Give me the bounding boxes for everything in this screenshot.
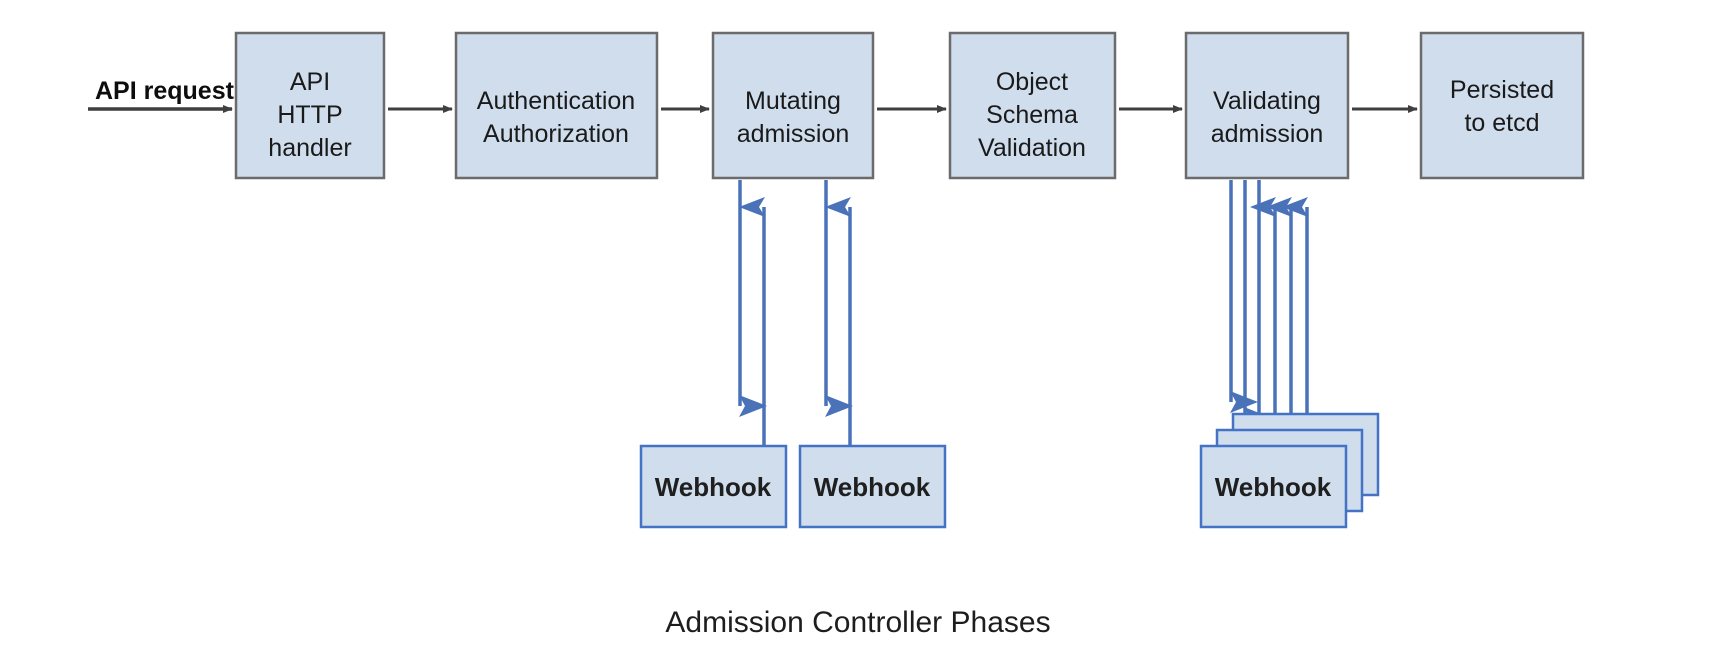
phase-box-object-schema-validation[interactable]: Object Schema Validation: [948, 31, 1117, 180]
phase-box-rect: [948, 31, 1117, 180]
phase-box-api-http-handler[interactable]: API HTTP handler: [234, 31, 386, 180]
phase-box-rect: [454, 31, 659, 180]
webhook-label: Webhook: [655, 472, 772, 502]
phase-line: Schema: [986, 101, 1078, 129]
phase-box-authentication-authorization[interactable]: Authentication Authorization: [454, 31, 659, 180]
webhook-box-rect: [798, 444, 947, 529]
api-request-entry: API request: [88, 77, 235, 113]
webhook-box-rect-front: [1199, 444, 1348, 529]
phase-line: Authentication: [477, 87, 635, 115]
phase-line: to etcd: [1464, 109, 1539, 137]
phase-line: HTTP: [277, 101, 342, 129]
phase-box-rect: [1419, 31, 1585, 180]
api-request-label: API request: [95, 77, 235, 105]
webhook-box-mutating-webhook-1[interactable]: Webhook: [639, 444, 788, 529]
phase-box-mutating-admission[interactable]: Mutating admission: [711, 31, 875, 180]
validating-webhook-connectors: [1229, 180, 1309, 446]
phase-box-rect: [1184, 31, 1350, 180]
webhook-box-rect: [639, 444, 788, 529]
webhook-label: Webhook: [814, 472, 931, 502]
phase-line: Mutating: [745, 87, 841, 115]
phase-line: API: [290, 68, 330, 96]
phase-line: Object: [996, 68, 1068, 96]
mutating-webhook-1-connector: [738, 180, 767, 450]
mutating-webhook-2-connector: [824, 180, 853, 450]
phase-line: admission: [737, 120, 850, 148]
webhook-label: Webhook: [1215, 472, 1332, 502]
phase-line: Persisted: [1450, 76, 1554, 104]
phase-line: Authorization: [483, 120, 629, 148]
phase-line: Validation: [978, 134, 1086, 162]
phase-line: admission: [1211, 120, 1324, 148]
phase-line: Validating: [1213, 87, 1321, 115]
phase-line: handler: [268, 134, 351, 162]
phase-box-validating-admission[interactable]: Validating admission: [1184, 31, 1350, 180]
diagram-caption: Admission Controller Phases: [665, 606, 1050, 639]
phase-box-rect: [234, 31, 386, 180]
phase-box-persisted-to-etcd[interactable]: Persisted to etcd: [1419, 31, 1585, 180]
webhook-box-validating-webhook-stack[interactable]: Webhook: [1199, 412, 1380, 529]
phase-box-rect: [711, 31, 875, 180]
webhook-box-mutating-webhook-2[interactable]: Webhook: [798, 444, 947, 529]
